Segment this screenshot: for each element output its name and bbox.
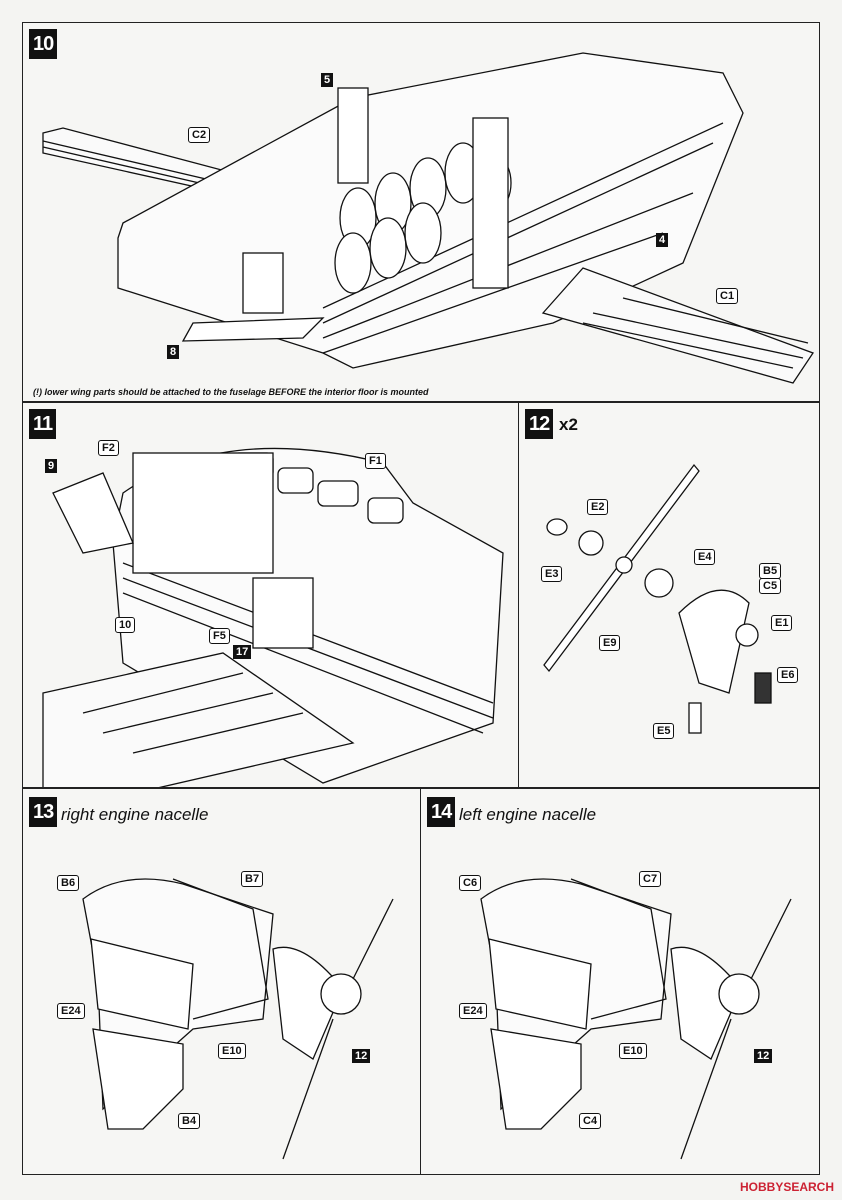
callout-E2: E2 — [587, 499, 609, 515]
step-title: left engine nacelle — [459, 805, 597, 824]
step-11-panel: 11 F2 F1 9 10 F5 17 — [22, 402, 519, 788]
callout-C7: C7 — [639, 871, 662, 887]
callout-9: 9 — [45, 459, 58, 473]
step-number: 10 — [29, 29, 58, 59]
callout-F5: F5 — [209, 628, 230, 644]
callout-5: 5 — [321, 73, 334, 87]
step-number: 12 — [525, 409, 554, 439]
cockpit-drawing — [42, 447, 504, 787]
step-number: 13 — [29, 797, 58, 827]
callout-E10: E10 — [218, 1043, 246, 1059]
step-number: 14 — [427, 797, 456, 827]
callout-B5: B5 — [759, 563, 782, 579]
step-title: right engine nacelle — [61, 805, 209, 824]
quantity-label: x2 — [559, 415, 578, 434]
callout-12: 12 — [352, 1049, 371, 1063]
callout-C4: C4 — [579, 1113, 602, 1129]
watermark-rest: SEARCH — [783, 1180, 834, 1194]
callout-C1: C1 — [716, 288, 739, 304]
step-13-panel: 13 right engine nacelle B6 B7 E24 E10 12… — [22, 788, 421, 1175]
callout-E6: E6 — [777, 667, 799, 683]
callout-17: 17 — [233, 645, 252, 659]
callout-8: 8 — [167, 345, 180, 359]
callout-E24: E24 — [57, 1003, 85, 1019]
callout-E5: E5 — [653, 723, 675, 739]
callout-E3: E3 — [541, 566, 563, 582]
callout-E4: E4 — [694, 549, 716, 565]
callout-E9: E9 — [599, 635, 621, 651]
callout-4: 4 — [656, 233, 669, 247]
callout-C6: C6 — [459, 875, 482, 891]
watermark: HOBBYSEARCH — [740, 1180, 834, 1194]
callout-F2: F2 — [98, 440, 119, 456]
callout-F1: F1 — [365, 453, 386, 469]
callout-C5: C5 — [759, 578, 782, 594]
callout-E24: E24 — [459, 1003, 487, 1019]
propeller-drawing — [543, 463, 772, 734]
callout-10: 10 — [115, 617, 136, 633]
callout-12: 12 — [754, 1049, 773, 1063]
fuselage-drawing — [42, 52, 814, 384]
watermark-brand: HOBBY — [739, 1180, 784, 1194]
callout-E10: E10 — [619, 1043, 647, 1059]
step-14-panel: 14 left engine nacelle C6 C7 E24 E10 12 … — [420, 788, 820, 1175]
callout-B7: B7 — [241, 871, 264, 887]
step-number: 11 — [29, 409, 57, 439]
step-12-panel: 12 x2 E2 E3 E4 B5 C5 E1 E9 E6 E5 — [518, 402, 820, 788]
right-nacelle-drawing — [82, 878, 394, 1160]
step-10-panel: 10 — [22, 22, 820, 402]
callout-E1: E1 — [771, 615, 793, 631]
left-nacelle-drawing — [480, 878, 792, 1160]
callout-C2: C2 — [188, 127, 211, 143]
callout-B4: B4 — [178, 1113, 201, 1129]
callout-B6: B6 — [57, 875, 80, 891]
assembly-note: (!) lower wing parts should be attached … — [33, 387, 429, 397]
